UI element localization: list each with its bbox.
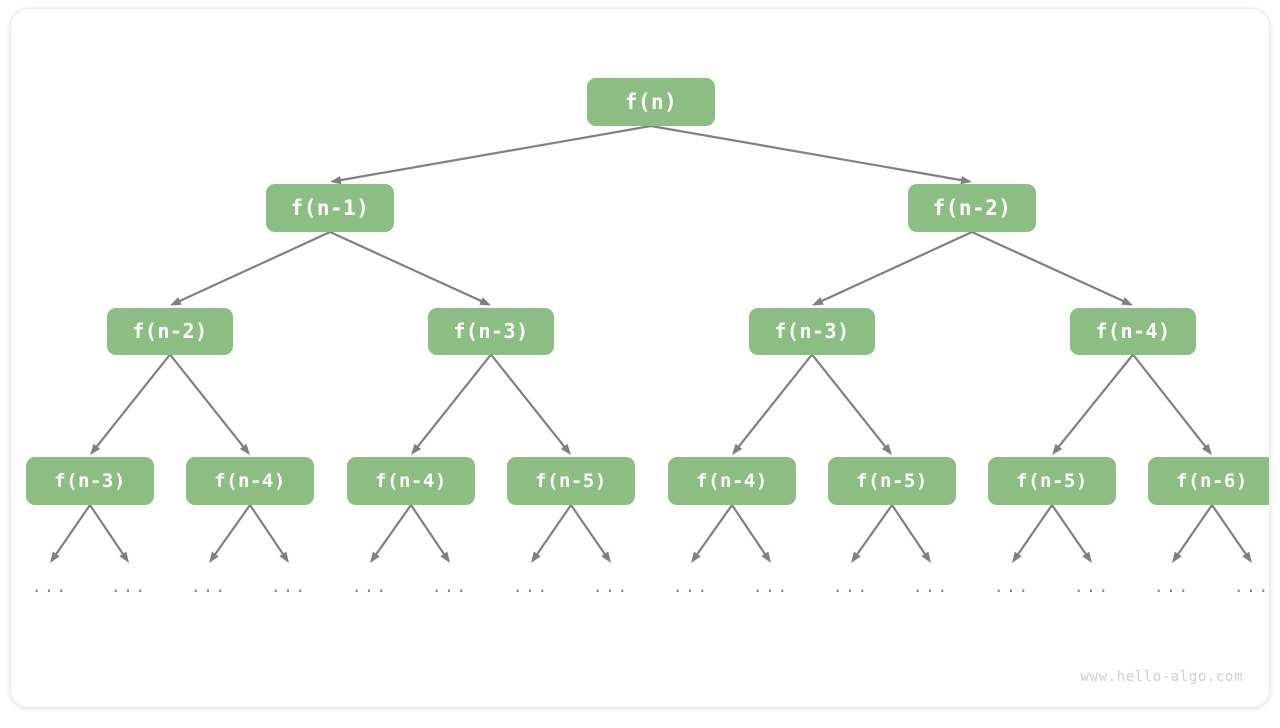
watermark: www.hello-algo.com xyxy=(1080,669,1243,685)
tree-node: f(n-3) xyxy=(26,457,154,505)
tree-node: f(n-5) xyxy=(828,457,956,505)
tree-node: f(n-4) xyxy=(347,457,475,505)
ellipsis-marker: ... xyxy=(270,577,308,597)
ellipsis-marker: ... xyxy=(190,577,228,597)
leaf-ellipsis-edge xyxy=(1050,503,1092,563)
leaf-ellipsis-edge xyxy=(88,503,129,563)
tree-edge xyxy=(1052,353,1135,455)
tree-edge xyxy=(812,230,974,306)
tree-node: f(n-4) xyxy=(186,457,314,505)
tree-node: f(n-5) xyxy=(988,457,1116,505)
tree-edge xyxy=(168,353,250,455)
ellipsis-marker: ... xyxy=(110,577,148,597)
leaf-ellipsis-edge xyxy=(209,503,252,563)
leaf-ellipsis-edge xyxy=(1172,503,1214,563)
tree-node: f(n-3) xyxy=(749,307,875,355)
tree-node: f(n-4) xyxy=(1070,307,1196,355)
leaf-ellipsis-edge xyxy=(890,503,931,563)
tree-node: f(n) xyxy=(587,78,715,126)
tree-edge xyxy=(970,230,1133,306)
tree-edge xyxy=(170,230,332,306)
leaf-ellipsis-edge xyxy=(569,503,611,563)
leaf-ellipsis-edge xyxy=(531,503,573,563)
tree-edge xyxy=(732,353,814,455)
tree-edge xyxy=(411,353,493,455)
tree-edge xyxy=(1131,353,1212,455)
ellipsis-marker: ... xyxy=(1233,577,1270,597)
leaf-ellipsis-edge xyxy=(50,503,92,563)
ellipsis-marker: ... xyxy=(912,577,950,597)
ellipsis-marker: ... xyxy=(592,577,630,597)
ellipsis-marker: ... xyxy=(351,577,389,597)
tree-node: f(n-2) xyxy=(107,307,233,355)
tree-node: f(n-2) xyxy=(908,184,1036,232)
leaf-ellipsis-edge xyxy=(691,503,734,563)
tree-edge xyxy=(810,353,892,455)
leaf-ellipsis-edge xyxy=(248,503,289,563)
tree-edge xyxy=(489,353,571,455)
tree-node: f(n-5) xyxy=(507,457,635,505)
tree-node: f(n-6) xyxy=(1148,457,1269,505)
leaf-ellipsis-edge xyxy=(1012,503,1054,563)
tree-edge xyxy=(328,230,491,306)
ellipsis-marker: ... xyxy=(752,577,790,597)
leaf-ellipsis-edge xyxy=(851,503,894,563)
ellipsis-marker: ... xyxy=(31,577,69,597)
ellipsis-marker: ... xyxy=(672,577,710,597)
tree-edge xyxy=(649,124,972,185)
leaf-ellipsis-edge xyxy=(730,503,771,563)
leaf-ellipsis-edge xyxy=(1210,503,1252,563)
tree-edge xyxy=(90,353,172,455)
ellipsis-marker: ... xyxy=(512,577,550,597)
tree-node: f(n-3) xyxy=(428,307,554,355)
ellipsis-marker: ... xyxy=(1153,577,1191,597)
tree-node: f(n-4) xyxy=(668,457,796,505)
diagram-canvas: f(n) f(n-1) f(n-2) f(n-2) f(n-3) f(n-3) f(n-4)… xyxy=(10,8,1270,708)
tree-edge xyxy=(330,124,653,185)
leaf-ellipsis-edge xyxy=(409,503,450,563)
ellipsis-marker: ... xyxy=(431,577,469,597)
ellipsis-marker: ... xyxy=(993,577,1031,597)
ellipsis-marker: ... xyxy=(1073,577,1111,597)
tree-node: f(n-1) xyxy=(266,184,394,232)
leaf-ellipsis-edge xyxy=(370,503,413,563)
ellipsis-marker: ... xyxy=(832,577,870,597)
